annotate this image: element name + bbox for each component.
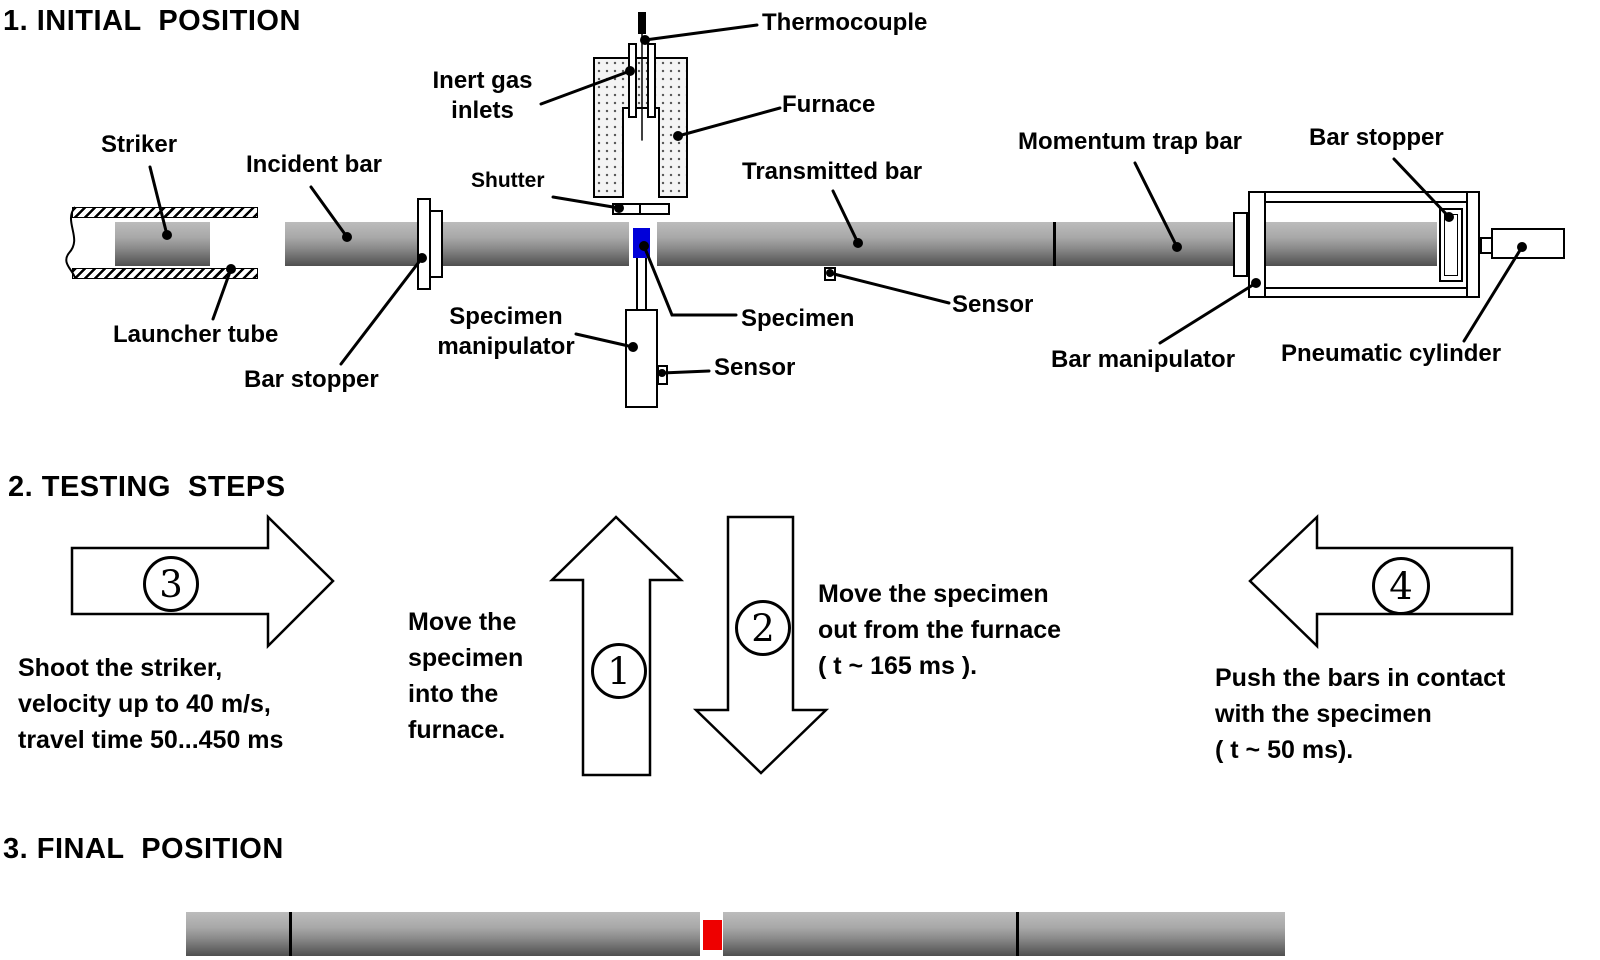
striker-label: Striker <box>101 131 178 158</box>
launcher-tube-label: Launcher tube <box>113 321 279 348</box>
step-3-text: Shoot the striker, velocity up to 40 m/s… <box>18 654 284 754</box>
sensor-on-manipulator <box>657 365 668 385</box>
sensor-manipulator-label: Sensor <box>714 354 796 381</box>
specimen-manipulator-box <box>625 309 658 408</box>
specimen-label: Specimen <box>741 305 855 332</box>
thermocouple-label: Thermocouple <box>762 9 928 36</box>
inert-gas-inlet-left <box>628 43 637 118</box>
launcher-tube-top-wall <box>72 207 258 218</box>
step-4-number: 4 <box>1372 557 1430 615</box>
housing-top-line <box>1266 201 1466 203</box>
pneumatic-cylinder-label: Pneumatic cylinder <box>1281 340 1502 367</box>
bar-stopper-left-flange-short <box>429 210 443 278</box>
sensor-bar-label: Sensor <box>952 291 1034 318</box>
pneumatic-cylinder-box <box>1491 228 1565 259</box>
specimen-hot <box>633 228 650 258</box>
sensor-on-bar <box>824 267 836 281</box>
bar-manipulator-label: Bar manipulator <box>1051 346 1236 373</box>
bar-stopper-right-label: Bar stopper <box>1309 124 1444 151</box>
step-3-number: 3 <box>143 556 199 612</box>
manipulator-rod <box>636 258 647 311</box>
final-trap-junction-tick <box>1016 912 1019 956</box>
step-2-number: 2 <box>735 600 791 656</box>
final-striker-junction-tick <box>289 912 292 956</box>
testing-steps-heading: 2. TESTING STEPS <box>8 471 286 503</box>
step-2-text: Move the specimen out from the furnace (… <box>818 580 1062 680</box>
housing-bottom-line <box>1266 287 1466 289</box>
bar-stopper-left-label: Bar stopper <box>244 366 379 393</box>
bar-manipulator-flange <box>1233 212 1248 277</box>
bar-junction-tick <box>1053 222 1056 266</box>
inert-gas-inlet-right <box>647 43 656 118</box>
incident-bar <box>285 222 629 266</box>
step-1-number: 1 <box>591 643 647 699</box>
step-3-arrow-right <box>70 514 335 650</box>
housing-left-wall-line <box>1264 191 1266 298</box>
momentum-trap-bar-label: Momentum trap bar <box>1018 128 1243 155</box>
shutter-divider <box>639 203 641 215</box>
specimen-manipulator-label: Specimen manipulator <box>437 303 575 360</box>
transmitted-bar <box>657 222 1233 266</box>
striker-bar <box>115 222 210 266</box>
inert-gas-inlets-label: Inert gas inlets <box>432 67 533 124</box>
housing-right-wall-line <box>1466 191 1468 298</box>
bar-stopper-right-inner <box>1444 214 1458 276</box>
transmitted-bar-label: Transmitted bar <box>742 158 923 185</box>
final-position-heading: 3. FINAL POSITION <box>3 833 284 865</box>
incident-bar-label: Incident bar <box>246 151 383 178</box>
step-1-text: Move the specimen into the furnace. <box>408 608 524 744</box>
momentum-trap-bar <box>1266 222 1437 266</box>
final-left-bar-group <box>186 912 700 956</box>
shutter-plate <box>612 203 670 215</box>
thermocouple-rod <box>638 12 646 34</box>
specimen-deformed <box>703 920 722 950</box>
step-4-text: Push the bars in contact with the specim… <box>1215 664 1506 764</box>
final-right-bar-group <box>723 912 1285 956</box>
furnace-label: Furnace <box>782 91 876 118</box>
initial-position-heading: 1. INITIAL POSITION <box>3 5 301 37</box>
shutter-label: Shutter <box>471 169 545 192</box>
launcher-tube-bottom-wall <box>72 268 258 279</box>
furnace-bore <box>622 107 660 198</box>
